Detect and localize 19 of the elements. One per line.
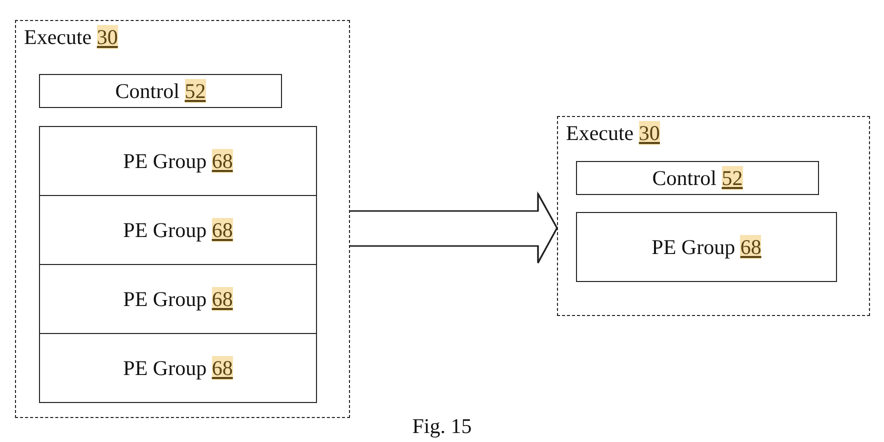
- component-box: [39, 126, 317, 196]
- box-label: Control 52: [115, 78, 206, 104]
- component-box: [576, 212, 837, 282]
- figure-caption: Fig. 15: [411, 414, 473, 439]
- box-label: PE Group 68: [123, 218, 233, 242]
- box-label: PE Group 68: [123, 148, 233, 174]
- component-box: [39, 74, 282, 108]
- box-label: Control 52: [652, 166, 743, 190]
- box-label: PE Group 68: [123, 356, 233, 380]
- dashed-group-frame: [557, 116, 870, 316]
- component-box: [576, 161, 819, 195]
- box-label: Execute 30: [24, 25, 118, 50]
- component-box: [39, 195, 317, 265]
- dashed-group-frame: [15, 20, 350, 418]
- box-label: Execute 30: [566, 121, 660, 146]
- box-label: PE Group 68: [123, 286, 233, 312]
- box-label: PE Group 68: [652, 234, 762, 260]
- component-box: [39, 333, 317, 403]
- component-box: [39, 264, 317, 334]
